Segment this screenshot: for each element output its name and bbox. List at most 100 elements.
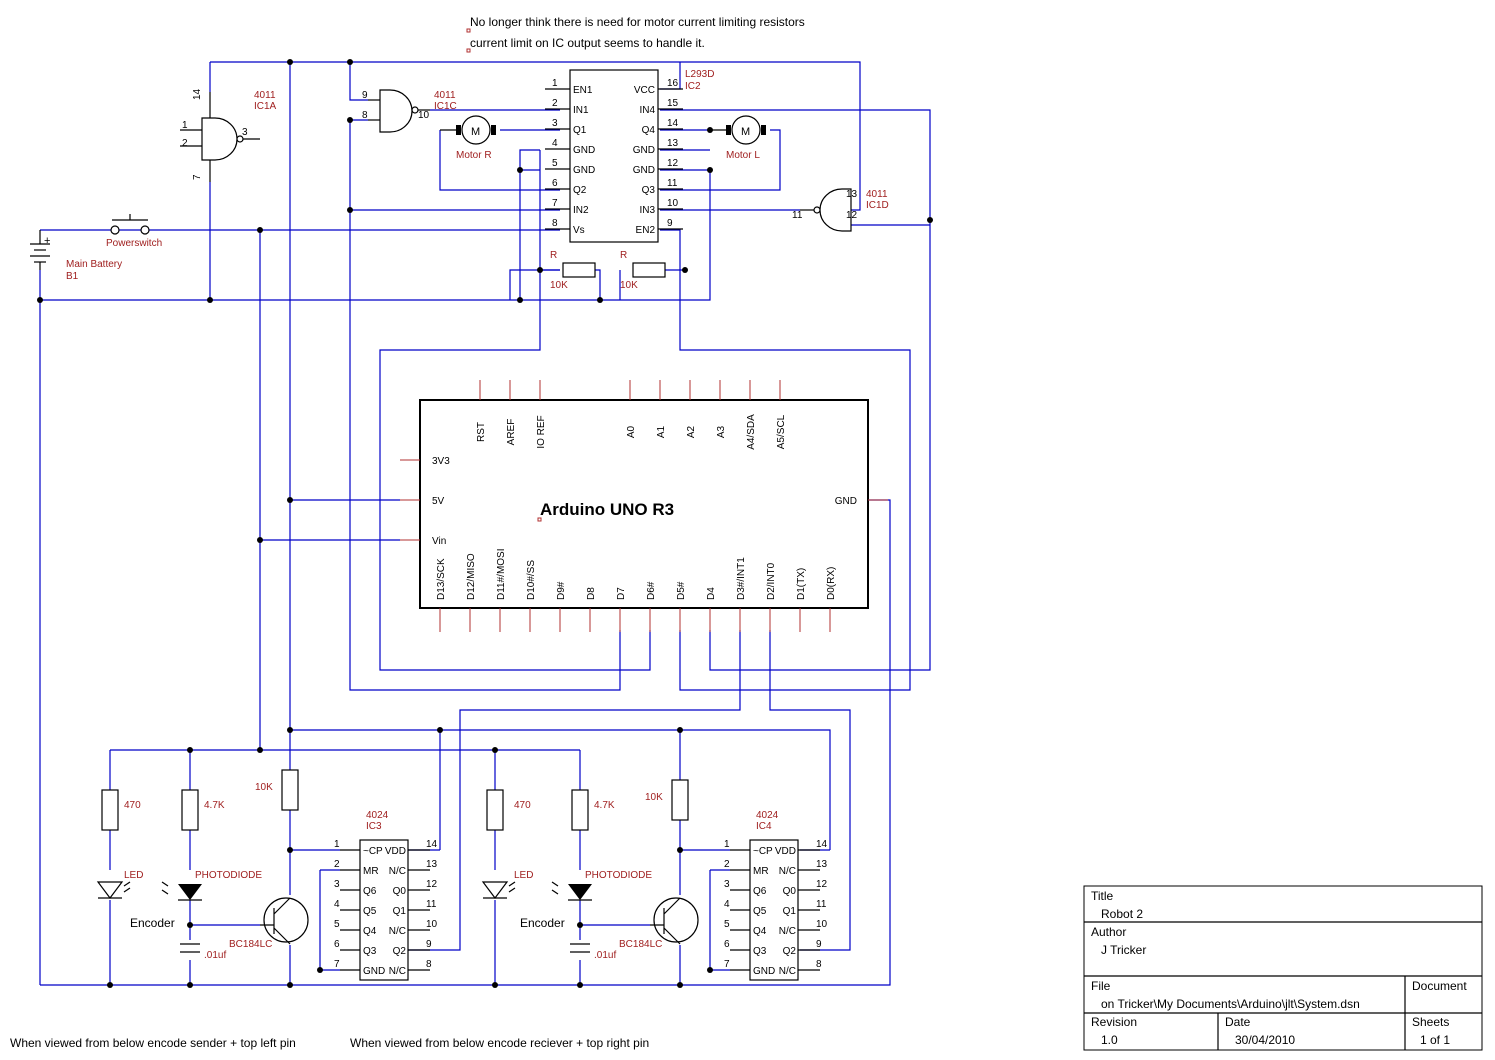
counter-pin-name: Q4 (363, 926, 377, 937)
l293d-pin-name: GND (633, 165, 655, 176)
svg-text:+: + (44, 235, 50, 247)
svg-text:10K: 10K (620, 280, 638, 291)
arduino-bottom-pin: D4 (706, 587, 717, 600)
counter-pin-num: 7 (334, 959, 340, 970)
svg-text:14: 14 (192, 88, 203, 100)
arduino-left-pin: Vin (432, 536, 446, 547)
counter-pin-name: Q1 (783, 906, 797, 917)
svg-text:LED: LED (514, 870, 533, 881)
led-icon (481, 881, 509, 899)
svg-text:Sheets: Sheets (1412, 1015, 1449, 1029)
l293d-pin-num: 16 (667, 78, 679, 89)
svg-text:4024: 4024 (366, 810, 389, 821)
svg-text:Encoder: Encoder (520, 916, 565, 930)
l293d-pin-name: IN2 (573, 205, 589, 216)
l293d-pin-name: GND (573, 165, 595, 176)
transistor-icon (653, 897, 699, 943)
svg-text:11: 11 (792, 210, 803, 221)
svg-text:R: R (620, 250, 627, 261)
counter-pin-num: 2 (334, 859, 340, 870)
sheets-value: 1 of 1 (1420, 1033, 1450, 1047)
svg-text:Revision: Revision (1091, 1015, 1137, 1029)
arduino-bottom-pin: D2/INT0 (766, 562, 777, 600)
svg-text:3: 3 (242, 127, 248, 138)
counter-pin-num: 7 (724, 959, 730, 970)
svg-text:8: 8 (362, 110, 368, 121)
counter-pin-name: GND (753, 966, 775, 977)
counter-pin-name: Q2 (783, 946, 797, 957)
note-bottom-left: When viewed from below encode sender + t… (10, 1036, 296, 1050)
l293d-pin-name: VCC (634, 85, 655, 96)
l293d-pin-name: IN3 (639, 205, 655, 216)
counter-pin-num: 14 (426, 839, 438, 850)
power-switch-label: Powerswitch (106, 238, 162, 249)
photodiode-icon (568, 884, 592, 900)
l293d-pin-name: Q1 (573, 125, 587, 136)
counter-pin-num: 4 (334, 899, 340, 910)
svg-text:Author: Author (1091, 925, 1126, 939)
counter-pin-num: 12 (816, 879, 828, 890)
led-icon (96, 881, 124, 899)
arduino-bottom-pin: D9# (556, 581, 567, 600)
nand-gate-ic1d: 13 11 12 4011 IC1D (792, 188, 889, 232)
svg-text:PHOTODIODE: PHOTODIODE (195, 870, 262, 881)
counter-pin-name: N/C (779, 966, 796, 977)
svg-text:IC3: IC3 (366, 821, 382, 832)
svg-text:470: 470 (514, 800, 531, 811)
svg-text:Date: Date (1225, 1015, 1251, 1029)
counter-pin-num: 6 (724, 939, 730, 950)
l293d-pin-name: Q3 (642, 185, 656, 196)
motor-left-label: Motor L (726, 150, 760, 161)
svg-text:Document: Document (1412, 979, 1467, 993)
l293d-pin-num: 11 (667, 178, 678, 189)
arduino-top-pin: A5/SCL (776, 414, 787, 449)
l293d-pin-num: 15 (667, 98, 679, 109)
l293d-pin-num: 9 (667, 218, 673, 229)
svg-text:10K: 10K (645, 792, 663, 803)
counter-pin-num: 11 (426, 899, 437, 910)
svg-text:7: 7 (192, 174, 203, 180)
l293d-pin-num: 1 (552, 78, 558, 89)
l293d-pin-name: IN1 (573, 105, 589, 116)
title-block: Title Robot 2 Author J Tricker File on T… (1083, 885, 1483, 1051)
title-value: Robot 2 (1101, 907, 1143, 921)
svg-text:BC184LC: BC184LC (229, 939, 272, 950)
counter-pin-num: 4 (724, 899, 730, 910)
counter-pin-num: 3 (724, 879, 730, 890)
counter-pin-num: 1 (334, 839, 340, 850)
svg-text:10: 10 (418, 110, 430, 121)
l293d-pin-name: Vs (573, 225, 585, 236)
svg-text:IC4: IC4 (756, 821, 772, 832)
arduino-bottom-pin: D11#/MOSI (496, 549, 507, 601)
arduino-top-pin: A2 (686, 425, 697, 438)
resistor-10k-left (281, 769, 299, 811)
counter-pin-name: VDD (775, 846, 796, 857)
resistor-470-left (101, 789, 119, 831)
resistor-4k7-left (181, 789, 199, 831)
counter-pin-num: 5 (334, 919, 340, 930)
counter-pin-name: Q6 (363, 886, 377, 897)
motor-right: M Motor R (440, 115, 496, 161)
date-value: 30/04/2010 (1235, 1033, 1295, 1047)
svg-text:M: M (741, 126, 750, 138)
l293d-pin-num: 14 (667, 118, 679, 129)
arduino-top-pin: A0 (626, 425, 637, 438)
svg-text:2: 2 (182, 138, 188, 149)
l293d-pin-name: GND (633, 145, 655, 156)
revision-value: 1.0 (1101, 1033, 1118, 1047)
counter-pin-name: MR (363, 866, 379, 877)
svg-text:4.7K: 4.7K (204, 800, 225, 811)
counter-pin-num: 1 (724, 839, 730, 850)
ic1d-ref: IC1D (866, 200, 889, 211)
arduino-bottom-pin: D1(TX) (796, 568, 807, 600)
counter-pin-name: N/C (389, 966, 406, 977)
svg-text:M: M (471, 126, 480, 138)
power-switch: Powerswitch (106, 214, 162, 249)
counter-pin-num: 6 (334, 939, 340, 950)
note-marker (466, 48, 471, 53)
svg-text:Title: Title (1091, 889, 1114, 903)
photodiode-icon (178, 884, 202, 900)
counter-pin-name: Q4 (753, 926, 767, 937)
svg-text:R: R (550, 250, 557, 261)
